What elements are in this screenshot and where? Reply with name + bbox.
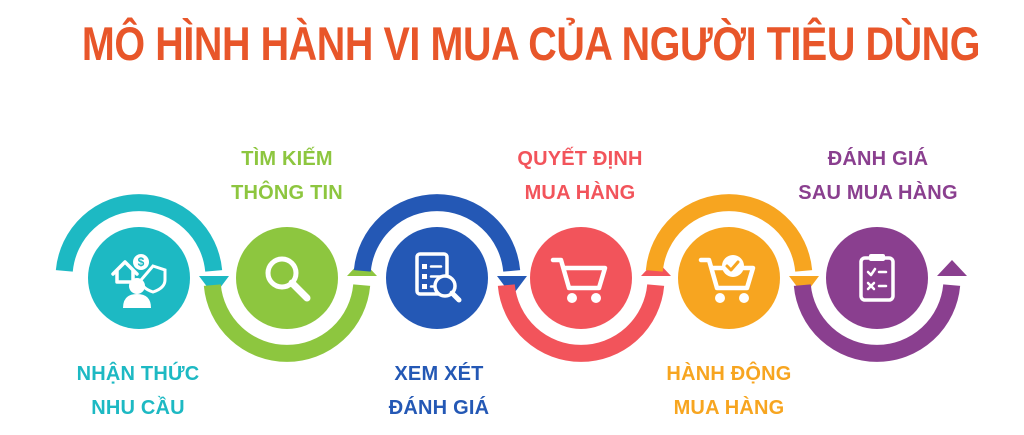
step-label-evaluate: XEM XÉT ĐÁNH GIÁ xyxy=(339,357,539,425)
step-label-line2: MUA HÀNG xyxy=(524,182,636,204)
step-circle xyxy=(826,227,928,329)
step-label-needs: NHẬN THỨC NHU CẦU xyxy=(38,357,238,425)
flow-arrow-head xyxy=(937,260,967,276)
step-circle xyxy=(386,227,488,329)
step-label-line2: MUA HÀNG xyxy=(673,397,785,419)
cart-check-icon xyxy=(698,255,756,303)
step-label-line1: ĐÁNH GIÁ xyxy=(827,148,929,170)
needs-icon: $ xyxy=(111,254,167,308)
flow-ring-arc xyxy=(203,284,371,362)
svg-text:$: $ xyxy=(138,255,145,269)
flow-ring-arc xyxy=(55,194,223,272)
step-label-line2: THÔNG TIN xyxy=(231,182,343,204)
step-label-line1: NHẬN THỨC xyxy=(76,363,200,385)
step-circle xyxy=(678,227,780,329)
step-label-line1: TÌM KIẾM xyxy=(241,148,333,170)
step-label-line1: XEM XÉT xyxy=(394,363,484,385)
step-circle: $ xyxy=(88,227,190,329)
step-circle xyxy=(236,227,338,329)
step-label-search: TÌM KIẾM THÔNG TIN xyxy=(187,142,387,210)
step-label-line2: NHU CẦU xyxy=(91,397,185,419)
flow-ring-arc xyxy=(645,194,813,272)
flow-ring-arc xyxy=(497,284,665,362)
search-icon xyxy=(265,256,311,302)
step-label-line2: SAU MUA HÀNG xyxy=(798,182,958,204)
step-label-line2: ĐÁNH GIÁ xyxy=(388,397,490,419)
step-circle xyxy=(530,227,632,329)
flow-ring-arc xyxy=(793,284,961,362)
flow-ring-arc xyxy=(353,194,521,272)
step-label-post-purchase: ĐÁNH GIÁ SAU MUA HÀNG xyxy=(778,142,978,210)
step-label-action: HÀNH ĐỘNG MUA HÀNG xyxy=(629,357,829,425)
step-label-line1: QUYẾT ĐỊNH xyxy=(517,148,643,170)
clipboard-icon xyxy=(859,254,895,302)
step-label-decision: QUYẾT ĐỊNH MUA HÀNG xyxy=(480,142,680,210)
checklist-search-icon xyxy=(415,252,462,303)
page-title: MÔ HÌNH HÀNH VI MUA CỦA NGƯỜI TIÊU DÙNG xyxy=(81,17,981,70)
step-label-line1: HÀNH ĐỘNG xyxy=(666,363,792,385)
cart-icon xyxy=(550,257,608,303)
